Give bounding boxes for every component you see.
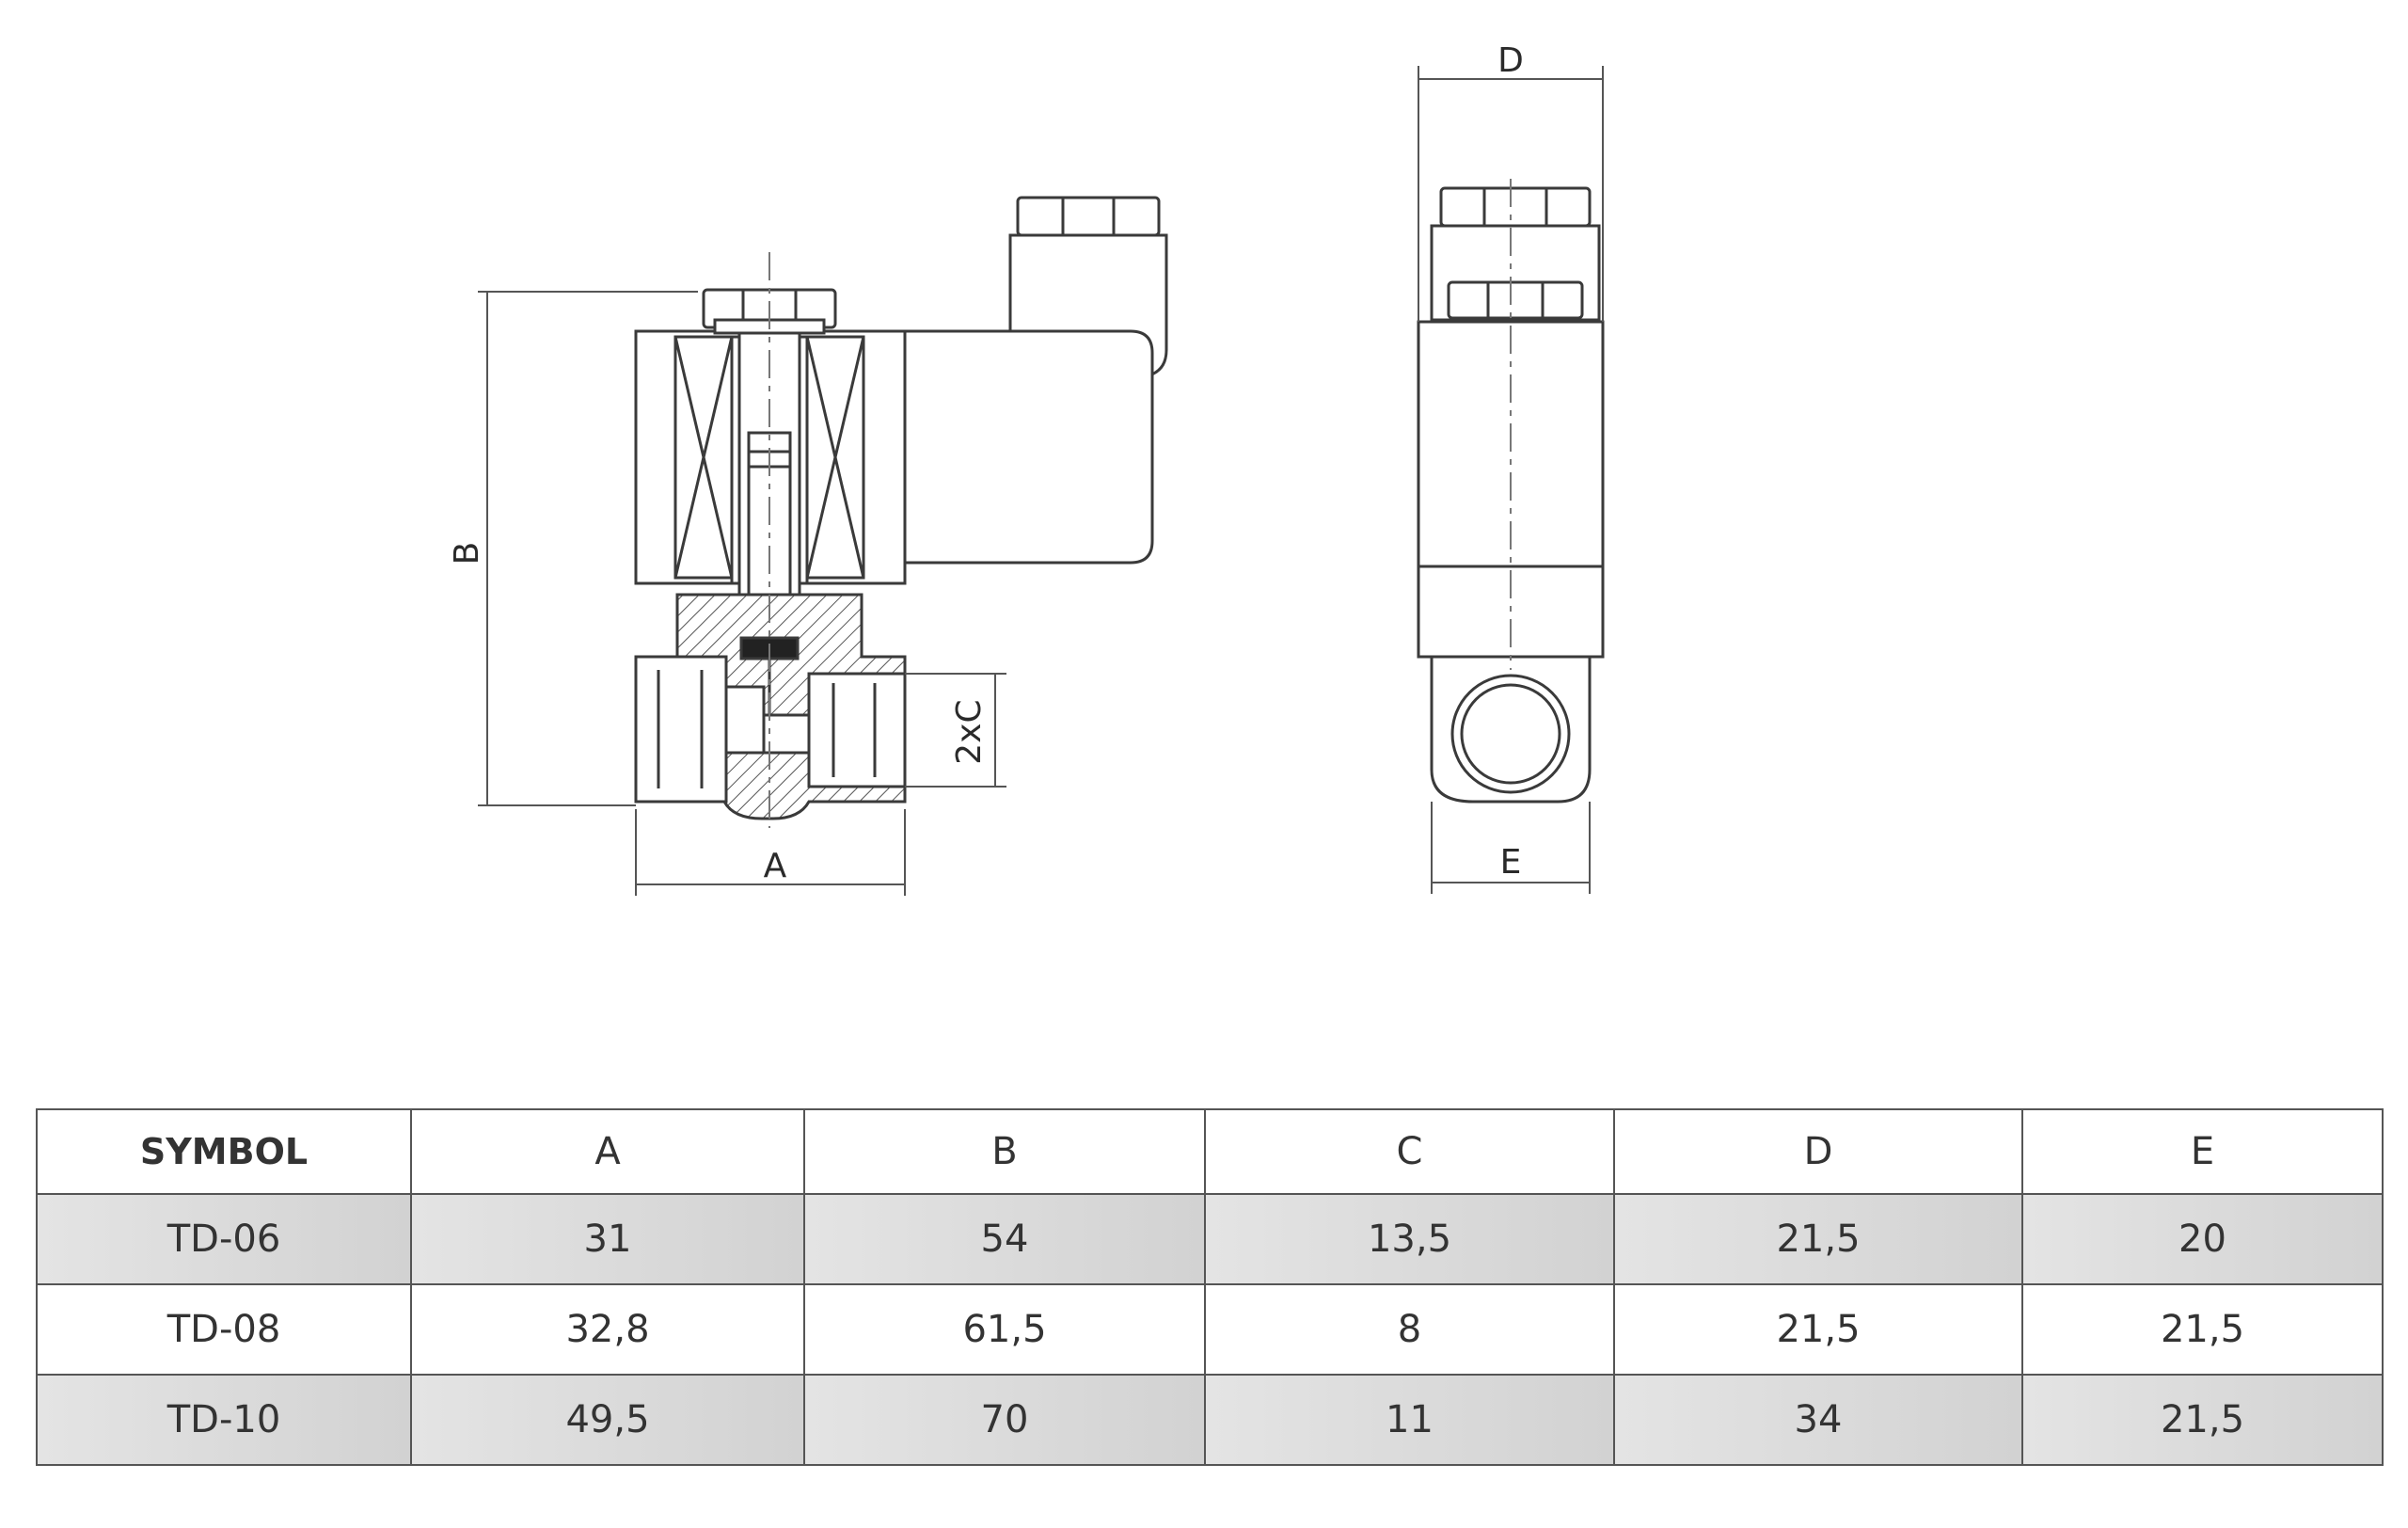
cell-d: 34 bbox=[1613, 1374, 2023, 1466]
table-header-row: SYMBOL A B C D E bbox=[36, 1108, 2384, 1195]
cell-e: 21,5 bbox=[2021, 1283, 2384, 1376]
cell-symbol: TD-08 bbox=[36, 1283, 412, 1376]
front-view bbox=[634, 196, 1168, 828]
cell-a: 31 bbox=[410, 1193, 805, 1285]
header-a: A bbox=[410, 1108, 805, 1195]
cell-a: 49,5 bbox=[410, 1374, 805, 1466]
dimension-label-a: A bbox=[764, 847, 787, 885]
table-row: TD-06 31 54 13,5 21,5 20 bbox=[36, 1193, 2384, 1285]
front-view-dimensions bbox=[478, 291, 1006, 896]
dimension-label-c: 2xC bbox=[950, 699, 989, 764]
dimension-label-d: D bbox=[1497, 41, 1524, 80]
cell-c: 11 bbox=[1204, 1374, 1615, 1466]
side-view bbox=[1417, 179, 1605, 804]
top-nut-side bbox=[1447, 280, 1584, 320]
dimension-label-b: B bbox=[448, 542, 486, 565]
table-row: TD-08 32,8 61,5 8 21,5 21,5 bbox=[36, 1283, 2384, 1376]
side-view-dimensions bbox=[1418, 66, 1604, 894]
cell-c: 8 bbox=[1204, 1283, 1615, 1376]
cell-symbol: TD-06 bbox=[36, 1193, 412, 1285]
plug-body bbox=[903, 329, 1154, 565]
dimensions-table-container: SYMBOL A B C D E TD-06 31 54 13,5 21,5 2… bbox=[36, 1108, 2384, 1466]
valve-body-side bbox=[1430, 655, 1592, 804]
header-e: E bbox=[2021, 1108, 2384, 1195]
cell-b: 54 bbox=[803, 1193, 1206, 1285]
cell-a: 32,8 bbox=[410, 1283, 805, 1376]
cell-symbol: TD-10 bbox=[36, 1374, 412, 1466]
header-c: C bbox=[1204, 1108, 1615, 1195]
cell-b: 70 bbox=[803, 1374, 1206, 1466]
cell-e: 20 bbox=[2021, 1193, 2384, 1285]
cell-b: 61,5 bbox=[803, 1283, 1206, 1376]
dimension-label-e: E bbox=[1500, 843, 1522, 882]
cell-c: 13,5 bbox=[1204, 1193, 1615, 1285]
header-b: B bbox=[803, 1108, 1206, 1195]
cell-d: 21,5 bbox=[1613, 1193, 2023, 1285]
dimensions-table: SYMBOL A B C D E TD-06 31 54 13,5 21,5 2… bbox=[36, 1108, 2384, 1466]
cell-e: 21,5 bbox=[2021, 1374, 2384, 1466]
header-d: D bbox=[1613, 1108, 2023, 1195]
table-row: TD-10 49,5 70 11 34 21,5 bbox=[36, 1374, 2384, 1466]
header-symbol: SYMBOL bbox=[36, 1108, 412, 1195]
cell-d: 21,5 bbox=[1613, 1283, 2023, 1376]
